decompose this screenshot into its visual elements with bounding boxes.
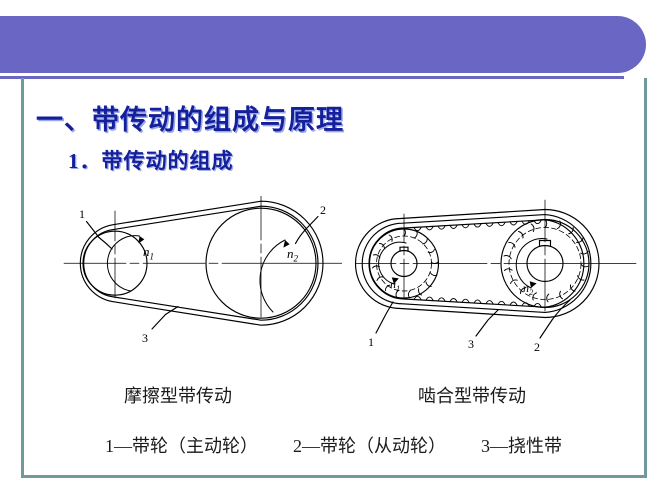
section-subtitle: 1．带传动的组成: [68, 149, 234, 173]
header-banner: [0, 16, 646, 73]
label-speed-n2-right: n2: [523, 281, 534, 297]
label-driven-pulley-right: 2: [534, 340, 540, 354]
figure-meshing-belt-drive: 1 2 3 n1 n2: [354, 199, 637, 354]
label-speed-n1-left: n1: [143, 244, 154, 262]
label-belt-right: 3: [468, 337, 474, 351]
caption-meshing-belt-drive: 啮合型带传动: [418, 386, 526, 406]
label-speed-n2-left: n2: [287, 246, 299, 264]
label-speed-n1-right: n1: [390, 277, 400, 293]
content-frame-bottom-border: [21, 475, 647, 478]
figure-captions: 摩擦型带传动 啮合型带传动: [30, 382, 640, 410]
label-driving-pulley-right: 1: [368, 335, 374, 349]
label-belt-left: 3: [142, 331, 148, 345]
figure-friction-belt-drive: 1 2 3 n1 n2: [63, 196, 342, 345]
legend-item-1: 1—带轮（主动轮）: [105, 436, 258, 456]
content-frame-left-border: [21, 78, 24, 478]
legend-item-3: 3—挠性带: [481, 436, 562, 456]
caption-friction-belt-drive: 摩擦型带传动: [124, 386, 232, 406]
legend-item-2: 2—带轮（从动轮）: [293, 436, 446, 456]
header-banner-underline: [0, 73, 624, 77]
label-driving-pulley-left: 1: [79, 207, 85, 221]
content-frame-right-border: [644, 78, 647, 478]
header-banner-substrip: [0, 76, 624, 79]
figure-legend: 1—带轮（主动轮） 2—带轮（从动轮） 3—挠性带: [0, 432, 667, 458]
figure-area: 1 2 3 n1 n2: [30, 196, 640, 366]
label-driven-pulley-left: 2: [320, 203, 326, 217]
page-title: 一、带传动的组成与原理: [36, 105, 344, 135]
